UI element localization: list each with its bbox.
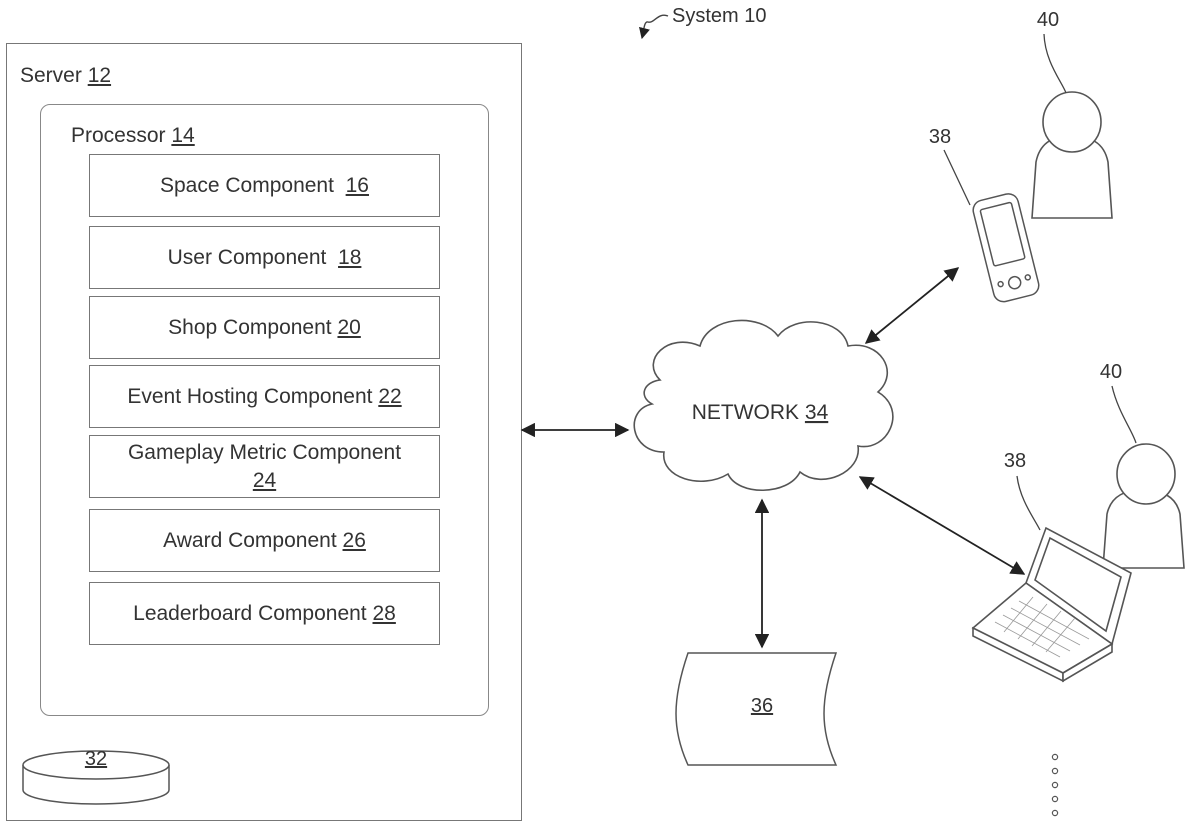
- user-icon: [1103, 444, 1184, 568]
- user-leader-line: [1112, 386, 1136, 443]
- continuation-dots: [1052, 754, 1057, 815]
- system-label-text: System: [672, 5, 739, 27]
- network-label-text: NETWORK: [692, 401, 799, 424]
- network-ref: 34: [805, 401, 829, 424]
- laptop-ref: 38: [1004, 450, 1026, 472]
- mobile-device-ref: 38: [929, 126, 951, 148]
- network-laptop-arrow: [860, 477, 1024, 574]
- system-label: System 10: [672, 5, 767, 27]
- user-ref: 40: [1100, 361, 1122, 383]
- system-pointer-arrow: [642, 15, 668, 38]
- mobile-device-icon: [971, 192, 1041, 304]
- user-icon: [1032, 92, 1112, 218]
- network-mobile-arrow: [866, 268, 958, 343]
- storage-ref: 32: [85, 748, 107, 770]
- user-ref: 40: [1037, 9, 1059, 31]
- system-ref: 10: [744, 5, 766, 27]
- mobile-device-leader-line: [944, 150, 970, 205]
- network-label: NETWORK 34: [692, 401, 829, 424]
- external-storage-ref: 36: [751, 695, 773, 717]
- user-leader-line: [1044, 34, 1066, 93]
- laptop-leader-line: [1017, 476, 1040, 530]
